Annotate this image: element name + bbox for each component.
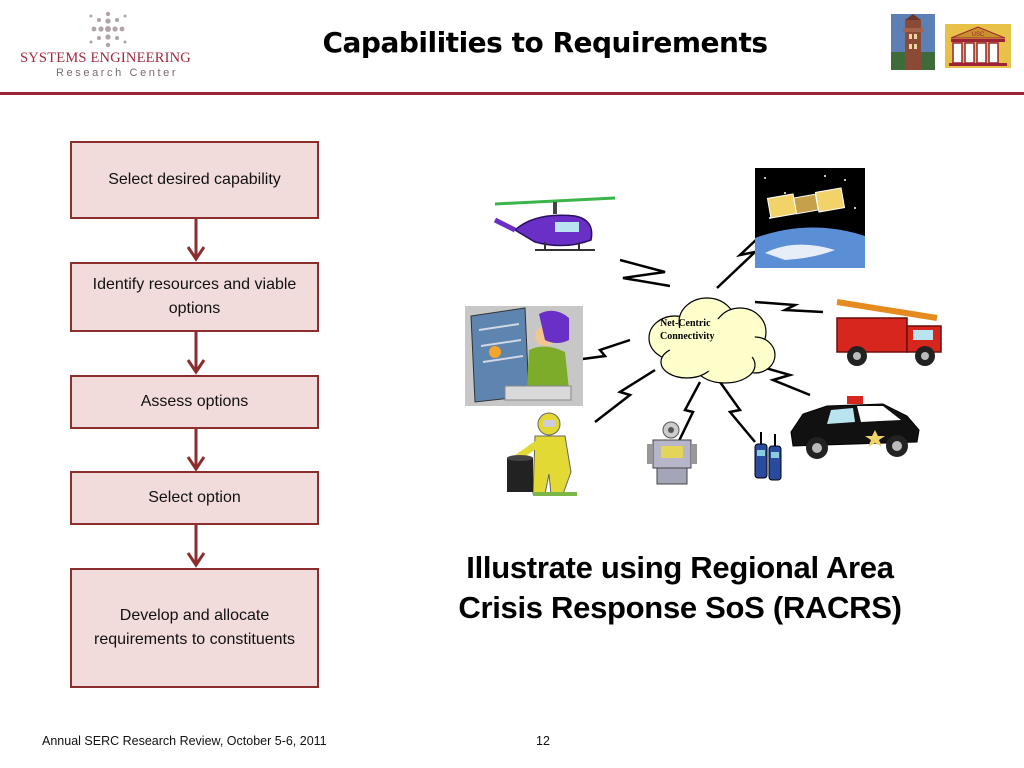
header-rule bbox=[0, 92, 1024, 95]
link-policecar bbox=[754, 363, 811, 397]
logo-title: SYSTEMS ENGINEERING bbox=[20, 50, 191, 66]
link-robot bbox=[675, 381, 702, 446]
satellite-icon bbox=[755, 168, 865, 268]
robot-icon bbox=[647, 421, 697, 485]
command-center-icon bbox=[465, 306, 583, 406]
usc-building-icon: USC bbox=[945, 24, 1011, 68]
flow-step-label: Develop and allocate requirements to con… bbox=[94, 607, 295, 648]
serc-logo-mark-icon bbox=[89, 11, 127, 48]
link-hazmat bbox=[594, 368, 656, 423]
racrs-caption: Illustrate using Regional Area Crisis Re… bbox=[458, 550, 902, 625]
flow-step-2: Identify resources and viable options bbox=[70, 262, 319, 332]
university-tower-icon bbox=[891, 14, 935, 70]
logo-subtitle: Research Center bbox=[56, 67, 179, 79]
page-number: 12 bbox=[536, 734, 550, 748]
flow-step-4: Select option bbox=[70, 471, 319, 525]
link-command bbox=[574, 338, 631, 362]
link-walkie bbox=[718, 381, 756, 443]
serc-logo: SYSTEMS ENGINEERING Research Center bbox=[16, 10, 206, 82]
hazmat-worker-icon bbox=[507, 412, 577, 496]
flow-step-3: Assess options bbox=[70, 375, 319, 429]
walkie-talkie-icon bbox=[754, 432, 782, 481]
link-firetruck bbox=[754, 300, 824, 314]
flow-step-1: Select desired capability bbox=[70, 141, 319, 219]
link-helicopter bbox=[619, 258, 671, 288]
police-car-icon bbox=[790, 396, 920, 459]
flow-arrow-down-icon bbox=[186, 525, 206, 568]
footer-text: Annual SERC Research Review, October 5-6… bbox=[42, 734, 327, 748]
helicopter-icon bbox=[493, 196, 616, 251]
page-title: Capabilities to Requirements bbox=[322, 26, 768, 59]
flow-arrow-down-icon bbox=[186, 219, 206, 262]
net-centric-cloud-icon bbox=[648, 297, 776, 384]
flow-arrow-down-icon bbox=[186, 332, 206, 375]
flow-step-label: Identify resources and viable options bbox=[92, 276, 297, 317]
flow-step-label: Assess options bbox=[140, 393, 249, 410]
fire-truck-icon bbox=[836, 299, 942, 366]
flow-step-label: Select option bbox=[148, 489, 241, 506]
net-centric-label: Net-Centric Connectivity bbox=[660, 318, 715, 342]
flow-step-label: Select desired capability bbox=[108, 171, 281, 188]
flow-arrow-down-icon bbox=[186, 429, 206, 472]
net-centric-diagram bbox=[465, 168, 942, 496]
usc-emblem-text: USC bbox=[972, 32, 985, 38]
flow-step-5: Develop and allocate requirements to con… bbox=[70, 568, 319, 688]
